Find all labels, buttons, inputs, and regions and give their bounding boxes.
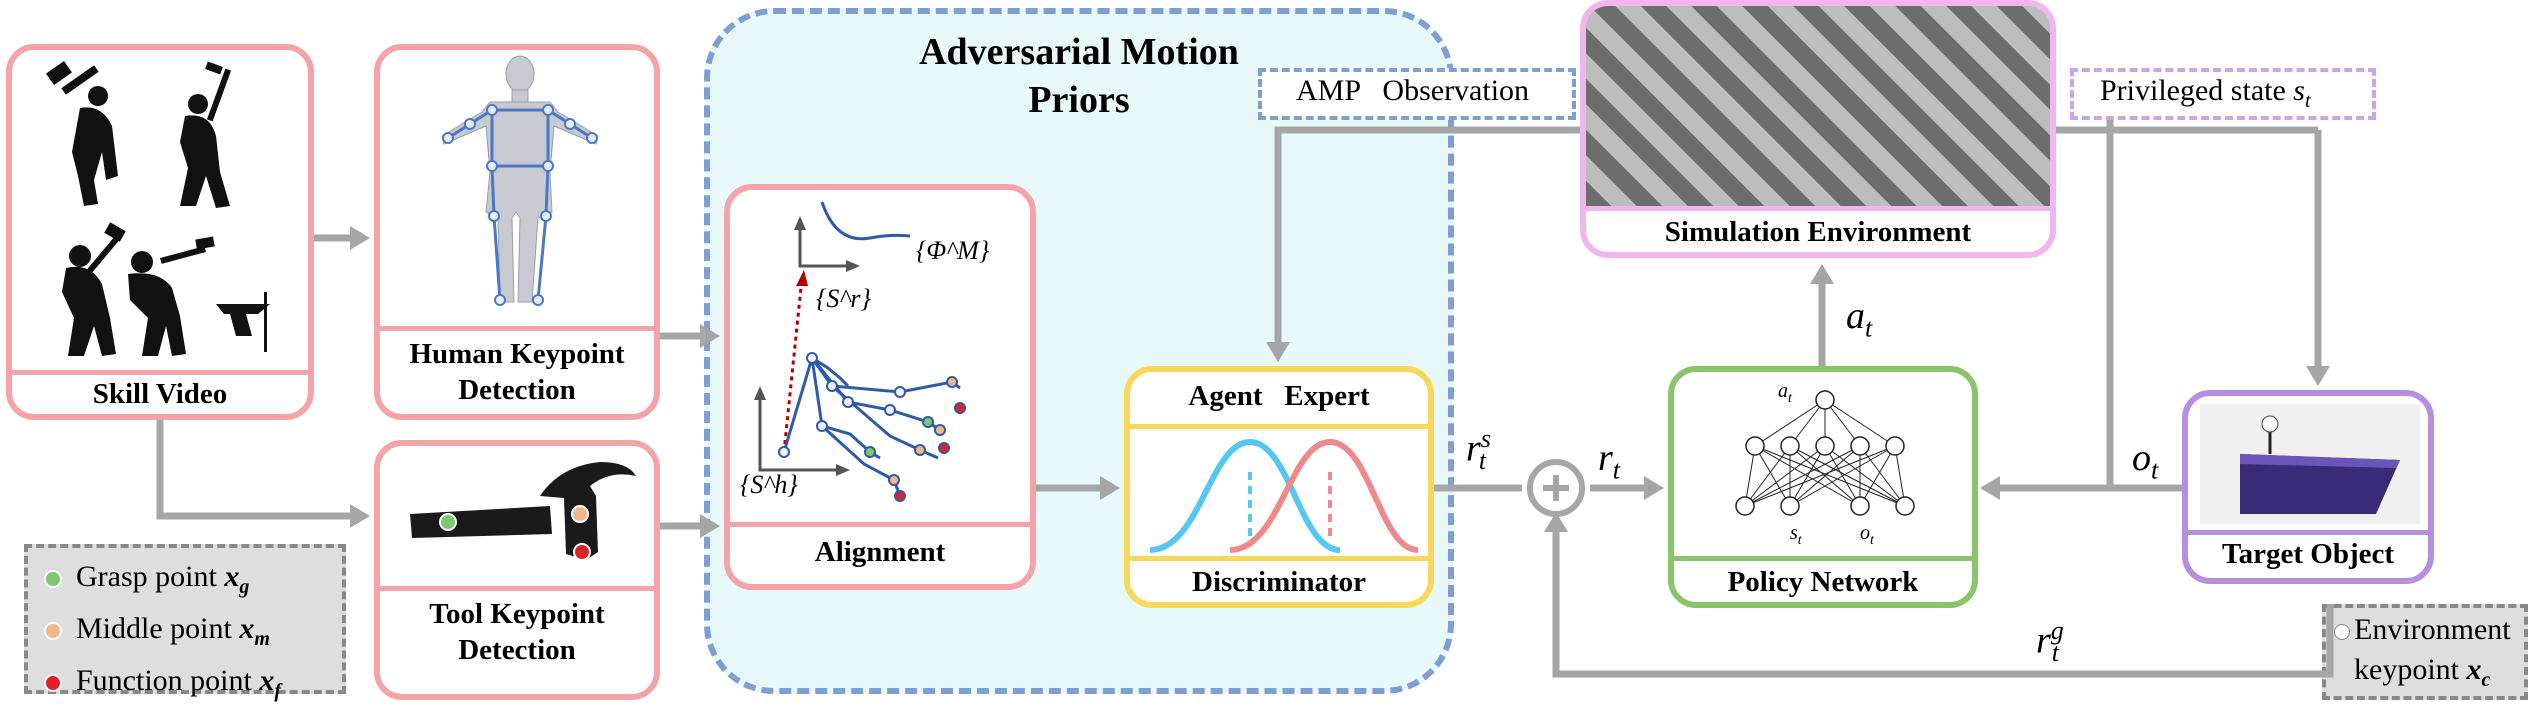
- simulation-render: [1586, 6, 2050, 206]
- nn-bottom-o-label: ot: [1860, 522, 1874, 549]
- legend-middle-sym: x: [239, 612, 255, 645]
- legend-grasp-text: Grasp point: [76, 560, 225, 593]
- environment-keypoint-line2: keypoint: [2354, 653, 2459, 686]
- alignment-box: Alignment: [724, 184, 1036, 590]
- observation-ot-label: ot: [2132, 436, 2158, 486]
- legend-middle-sub: m: [254, 628, 270, 650]
- tool-keypoint-caption-line1: Tool Keypoint: [429, 598, 605, 630]
- simulation-environment-box: Simulation Environment: [1580, 0, 2056, 258]
- legend-list: Grasp point xg Middle point xm Function …: [44, 556, 281, 712]
- action-at-sym: a: [1846, 295, 1865, 337]
- phi-label: {Φ^M}: [916, 236, 990, 265]
- amp-observation-box: [1258, 68, 1576, 120]
- legend-grasp-sub: g: [239, 576, 250, 598]
- observation-ot-sym: o: [2132, 437, 2151, 479]
- action-at-sub: t: [1865, 313, 1873, 343]
- human-keypoint-caption: Human Keypoint Detection: [380, 336, 654, 408]
- environment-keypoint-sub: c: [2481, 669, 2491, 691]
- legend-function-sub: f: [274, 680, 282, 702]
- policy-network-caption: Policy Network: [1727, 566, 1919, 598]
- legend-function-text: Function point: [76, 664, 260, 697]
- nn-bottom-s-sub: t: [1797, 533, 1802, 548]
- goal-reward-sub: t: [2051, 638, 2060, 668]
- discriminator-caption: Discriminator: [1192, 566, 1366, 598]
- nn-top-node-sub: t: [1788, 391, 1792, 406]
- nn-bottom-s-label: st: [1790, 522, 1802, 549]
- legend-item-middle: Middle point xm: [44, 608, 281, 660]
- discriminator-distributions: [1149, 438, 1419, 553]
- total-reward-sym: r: [1598, 437, 1613, 479]
- human-keypoint-caption-line1: Human Keypoint: [409, 338, 625, 370]
- legend-item-grasp: Grasp point xg: [44, 556, 281, 608]
- legend-middle-text: Middle point: [76, 612, 240, 645]
- nn-top-node-label: at: [1778, 380, 1792, 407]
- expert-label: Expert: [1284, 380, 1370, 412]
- function-dot-icon: [44, 674, 62, 693]
- nn-bottom-o-sym: o: [1860, 522, 1870, 544]
- observation-ot-sub: t: [2151, 455, 2159, 485]
- amp-title-line1: Adversarial Motion: [919, 31, 1239, 73]
- style-reward-sym: r: [1466, 427, 1481, 470]
- sr-label: {S^r}: [816, 284, 871, 313]
- total-reward-sub: t: [1612, 455, 1621, 485]
- tool-keypoint-box: Tool Keypoint Detection: [374, 440, 660, 700]
- target-object-caption: Target Object: [2221, 538, 2395, 570]
- neural-network-diagram: [1735, 390, 1915, 516]
- amp-observation-label: AMP Observation: [1296, 74, 1530, 107]
- discriminator-box: Agent Expert Discriminator: [1124, 366, 1434, 608]
- environment-keypoint-line1: Environment: [2354, 613, 2511, 646]
- legend-function-sym: x: [259, 664, 275, 697]
- nn-bottom-s-sym: s: [1790, 522, 1798, 544]
- hammer-figure: [410, 462, 636, 561]
- agent-label: Agent: [1188, 380, 1263, 412]
- alignment-caption: Alignment: [814, 536, 946, 568]
- human-model-figure: [441, 55, 599, 306]
- nn-top-node-sym: a: [1778, 380, 1788, 402]
- tool-keypoint-caption: Tool Keypoint Detection: [380, 596, 654, 668]
- style-reward-sup: s: [1480, 424, 1491, 453]
- alignment-plot: [754, 201, 966, 502]
- middle-dot-icon: [44, 622, 62, 641]
- style-reward-label: rst: [1466, 424, 1491, 476]
- privileged-state-label: Privileged state st: [2100, 74, 2311, 113]
- privileged-state-symbol: s: [2293, 74, 2305, 107]
- env-keypoint-dot-icon: [2334, 624, 2350, 641]
- privileged-state-text: Privileged state: [2100, 74, 2286, 107]
- privileged-state-box: [2070, 68, 2376, 120]
- amp-title-line2: Priors: [1028, 79, 1130, 121]
- legend-grasp-sym: x: [224, 560, 240, 593]
- privileged-state-sub: t: [2304, 90, 2311, 112]
- target-object-figure: [2200, 404, 2420, 524]
- environment-keypoint-text: Environment keypoint xc: [2334, 610, 2511, 700]
- legend-item-function: Function point xf: [44, 660, 281, 712]
- human-keypoint-caption-line2: Detection: [458, 374, 576, 406]
- discriminator-header: Agent Expert: [1130, 378, 1428, 414]
- action-at-label: at: [1846, 294, 1872, 344]
- sh-label: {S^h}: [740, 470, 798, 499]
- environment-keypoint-legend: [2322, 604, 2528, 700]
- keypoint-legend: [24, 544, 346, 694]
- total-reward-label: rt: [1598, 436, 1620, 486]
- goal-reward-sup: g: [2050, 616, 2064, 645]
- skill-video-silhouettes: [45, 60, 270, 356]
- nn-bottom-o-sub: t: [1870, 533, 1874, 548]
- environment-keypoint-sym: x: [2466, 653, 2482, 686]
- goal-reward-label: rgt: [2036, 616, 2064, 668]
- amp-title: Adversarial Motion Priors: [704, 28, 1454, 124]
- skill-video-caption: Skill Video: [92, 378, 228, 410]
- tool-keypoint-caption-line2: Detection: [458, 634, 576, 666]
- grasp-dot-icon: [44, 570, 62, 589]
- style-reward-sub: t: [1478, 446, 1487, 476]
- skill-video-box: Skill Video: [6, 44, 314, 420]
- simulation-caption: Simulation Environment: [1664, 216, 1972, 248]
- goal-reward-sym: r: [2036, 619, 2051, 662]
